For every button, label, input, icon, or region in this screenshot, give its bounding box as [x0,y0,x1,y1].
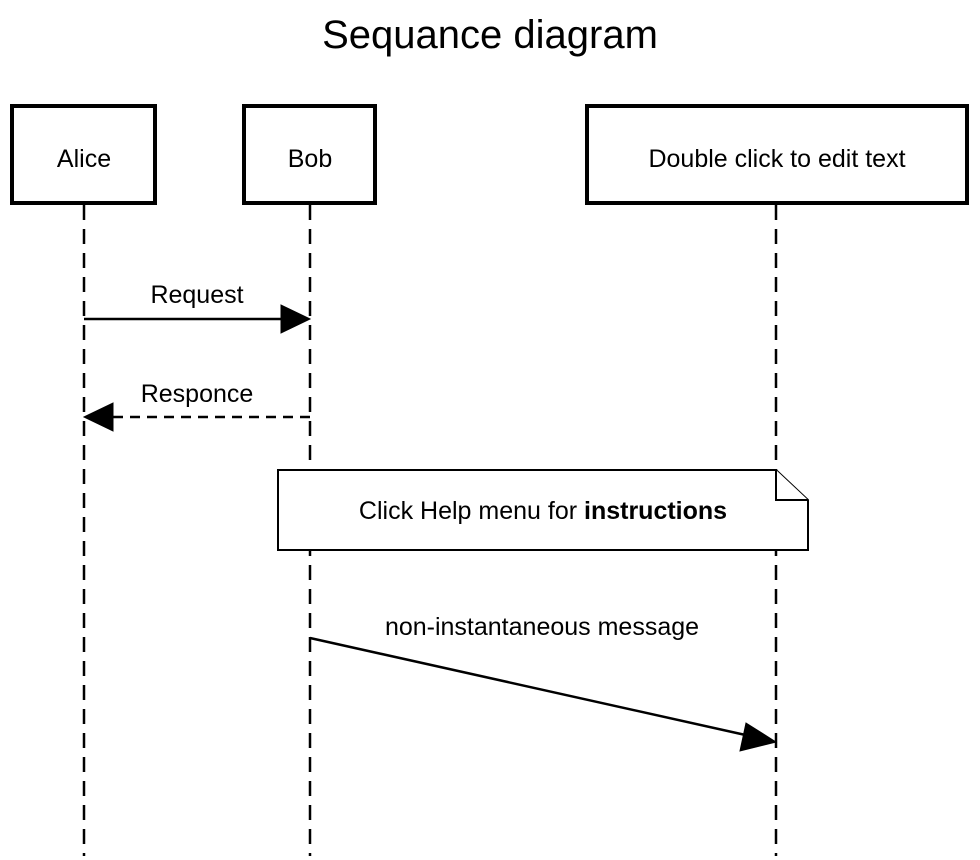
arrowhead-icon [280,304,312,334]
participant-box [242,104,377,205]
note-body [277,469,809,551]
participant-label: Double click to edit text [648,145,905,173]
message-non-instantaneous[interactable]: non-instantaneous message [309,613,778,752]
note-text: Click Help menu for instructions [359,497,727,525]
message-response[interactable]: Responce [82,380,310,432]
arrowhead-icon [82,402,114,432]
participant-label: Alice [57,145,111,173]
arrowhead-icon [739,722,778,752]
note-text-regular: Click Help menu for [359,497,584,525]
note-fold-icon [775,470,808,501]
note[interactable]: Click Help menu for instructions [277,469,809,551]
message-label: Responce [141,380,254,408]
participant-alice[interactable]: Alice [10,104,157,205]
message-label: Request [150,281,243,309]
participant-third[interactable]: Double click to edit text [585,104,969,205]
diagram-title: Sequance diagram [322,13,658,57]
participant-bob[interactable]: Bob [242,104,377,205]
participant-box [10,104,157,205]
participant-label: Bob [288,145,332,173]
message-line [309,636,751,738]
message-request[interactable]: Request [84,281,312,334]
participant-box [585,104,969,205]
message-label: non-instantaneous message [385,613,699,641]
note-text-bold: instructions [584,497,727,525]
